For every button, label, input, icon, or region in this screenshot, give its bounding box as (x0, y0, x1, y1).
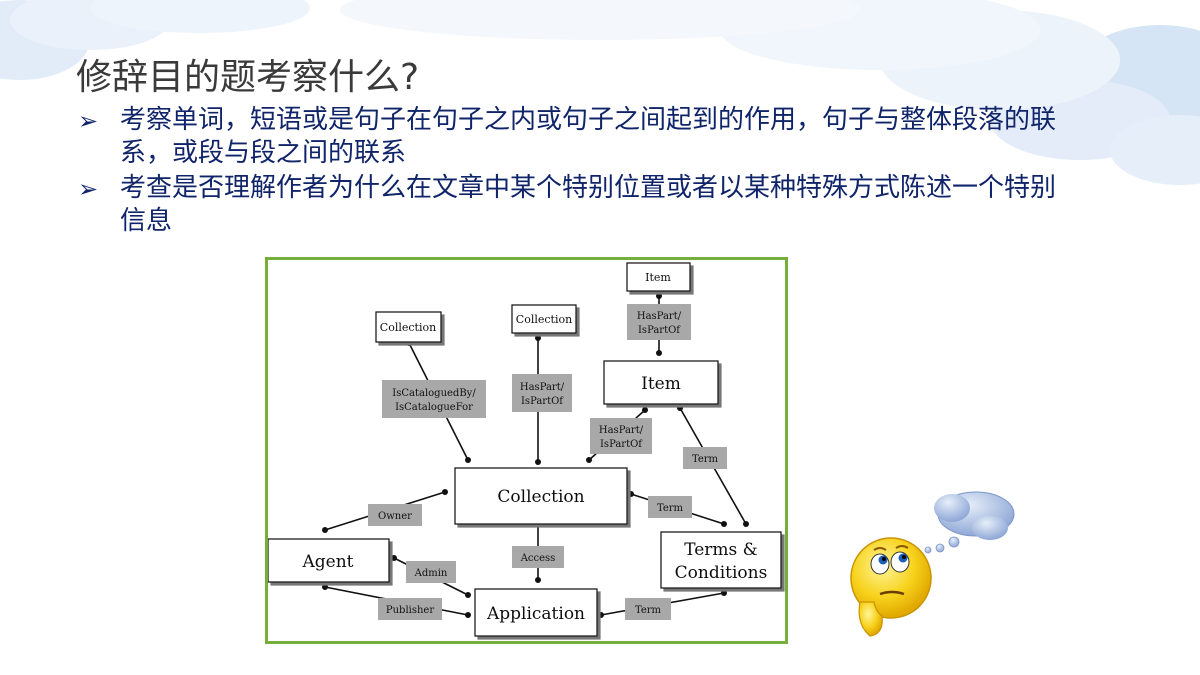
node-agent: Agent (268, 538, 390, 583)
thinking-face-icon (850, 491, 1015, 637)
node-item-label: Item (641, 374, 681, 394)
bullet-item: ➢ 考查是否理解作者为什么在文章中某个特别位置或者以某种特殊方式陈述一个特别信息 (78, 172, 1068, 238)
node-collection-mid: Collection (511, 304, 577, 334)
diagram-canvas: HasPart/ IsPartOf IsCataloguedBy/ IsCata… (268, 262, 782, 637)
top-right-cloud (340, 0, 1200, 185)
rel-catalogued-line2: IsCatalogueFor (395, 402, 473, 413)
bullet-item: ➢ 考察单词，短语或是句子在句子之内或句子之间起到的作用，句子与整体段落的联系，… (78, 104, 1068, 170)
node-collection-left: Collection (375, 311, 442, 343)
rel-term-item-text: Term (692, 454, 719, 465)
rel-term-item: Term (683, 447, 727, 469)
rel-owner: Owner (368, 504, 422, 526)
node-collection-left-label: Collection (380, 321, 436, 334)
rel-owner-text: Owner (378, 511, 412, 522)
rel-catalogued: IsCataloguedBy/ IsCatalogueFor (382, 380, 486, 418)
node-collection-mid-label: Collection (516, 313, 572, 326)
rel-access: Access (512, 546, 564, 568)
rel-catalogued-line1: IsCataloguedBy/ (392, 388, 476, 399)
rel-access-text: Access (520, 553, 556, 564)
bullet-text: 考查是否理解作者为什么在文章中某个特别位置或者以某种特殊方式陈述一个特别信息 (120, 173, 1057, 236)
rel-hp-mid-line2: IsPartOf (521, 396, 564, 407)
node-agent-label: Agent (302, 552, 354, 572)
rel-publisher: Publisher (378, 598, 442, 620)
bullet-list: ➢ 考察单词，短语或是句子在句子之内或句子之间起到的作用，句子与整体段落的联系，… (78, 104, 1068, 240)
thought-cloud-icon (924, 491, 1015, 554)
rel-hp-top: HasPart/ IsPartOf (627, 304, 691, 340)
node-terms-label-line1: Terms & (684, 540, 758, 560)
relationship-diagram: HasPart/ IsPartOf IsCataloguedBy/ IsCata… (265, 257, 788, 644)
rel-term-coll-text: Term (657, 503, 684, 514)
rel-hp-item: HasPart/ IsPartOf (590, 418, 652, 454)
node-collection: Collection (454, 467, 628, 525)
rel-term-coll: Term (648, 496, 692, 518)
rel-hp-item-line2: IsPartOf (600, 439, 643, 450)
connector-endpoints (322, 293, 749, 618)
arrow-bullet-icon: ➢ (78, 175, 99, 203)
rel-admin-text: Admin (414, 568, 448, 579)
rel-hp-item-line1: HasPart/ (599, 425, 644, 436)
rel-hp-top-line2: IsPartOf (638, 325, 681, 336)
top-left-cloud (0, 0, 310, 80)
arrow-bullet-icon: ➢ (78, 107, 99, 135)
node-application: Application (474, 588, 598, 637)
node-item: Item (603, 360, 719, 405)
rel-hp-mid: HasPart/ IsPartOf (512, 374, 572, 412)
node-application-label: Application (486, 604, 585, 624)
rel-hp-top-line1: HasPart/ (637, 311, 682, 322)
node-terms-conditions: Terms & Conditions (660, 531, 782, 589)
rel-term-app: Term (625, 598, 671, 620)
rel-publisher-text: Publisher (386, 605, 434, 616)
rel-admin: Admin (406, 561, 456, 583)
node-item-top-label: Item (645, 271, 671, 284)
bullet-text: 考察单词，短语或是句子在句子之内或句子之间起到的作用，句子与整体段落的联系，或段… (120, 105, 1057, 168)
rel-term-app-text: Term (635, 605, 662, 616)
node-collection-label: Collection (497, 487, 584, 507)
slide-title: 修辞目的题考察什么? (76, 57, 420, 98)
rel-hp-mid-line1: HasPart/ (520, 382, 565, 393)
node-terms-label-line2: Conditions (675, 563, 768, 583)
node-item-top: Item (626, 262, 691, 292)
